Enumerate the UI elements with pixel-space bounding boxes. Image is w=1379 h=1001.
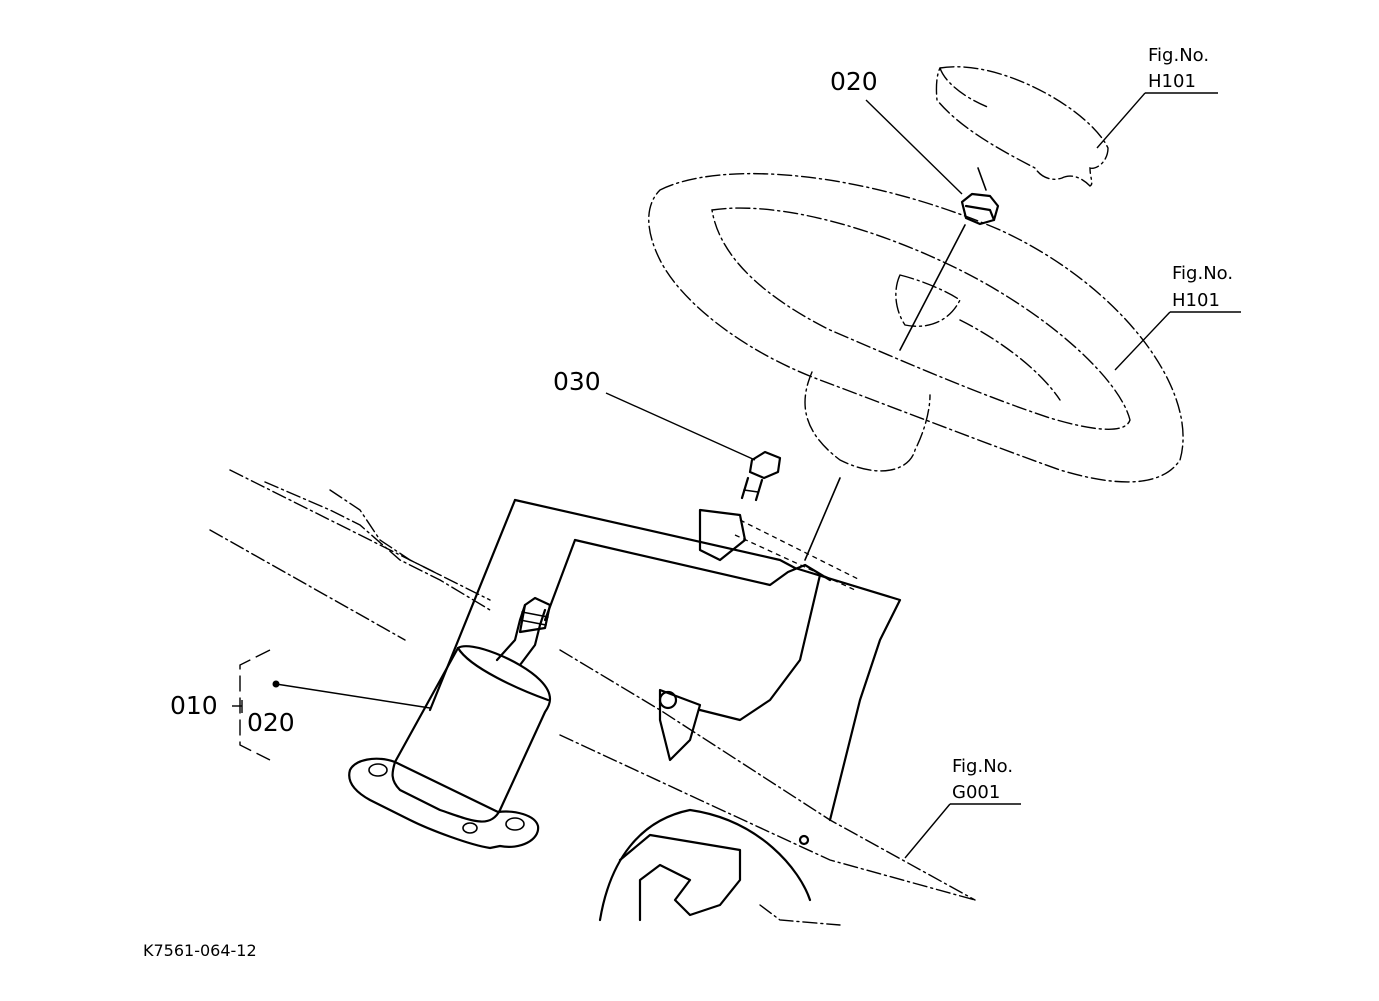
fig-ref-number-3: G001 xyxy=(952,782,1000,803)
fig-ref-number-2: H101 xyxy=(1172,290,1220,311)
leader-lines xyxy=(232,92,1241,859)
drawing-id: K7561-064-12 xyxy=(143,941,257,960)
callout-030-bolt: 030 xyxy=(553,367,601,396)
fig-ref-number-1: H101 xyxy=(1148,71,1196,92)
column-frame xyxy=(209,469,976,926)
steering-wheel xyxy=(648,172,1184,561)
callout-020-nut: 020 xyxy=(830,67,878,96)
callout-020-subassembly: 020 xyxy=(247,708,295,737)
fig-ref-label-1: Fig.No. xyxy=(1148,45,1209,66)
steering-column-assembly xyxy=(348,596,552,850)
fig-ref-label-2: Fig.No. xyxy=(1172,263,1233,284)
steering-nut xyxy=(960,167,1000,226)
callout-010-assembly: 010 xyxy=(170,691,218,720)
bolt xyxy=(740,450,782,502)
steering-wheel-cap xyxy=(935,66,1109,187)
fig-ref-label-3: Fig.No. xyxy=(952,756,1013,777)
